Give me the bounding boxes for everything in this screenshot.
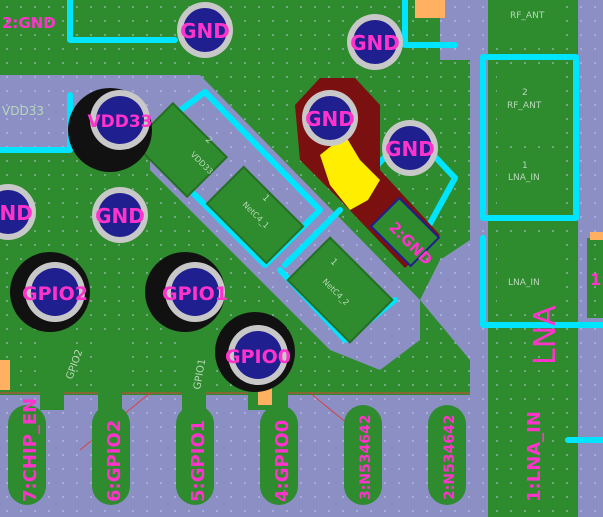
pin-label-7: 7:CHIP_EN [20,398,41,502]
via-label: GPIO0 [225,346,291,368]
pad-num-1a: 1 [260,193,271,204]
via-label: GPIO2 [22,283,88,305]
via-label: GND [385,137,435,161]
via-label: VDD33 [87,112,152,132]
pad-num-2a: 2 [203,135,214,146]
pin-label-2: 2:N534642 [442,414,458,500]
rf-ant-pad[interactable] [497,68,555,140]
pin-finger-7[interactable] [8,405,46,505]
pad-num-1b: 1 [328,257,339,268]
yellow-track [320,135,380,210]
silk-left-line [0,92,73,153]
pin-finger-1[interactable] [512,405,550,505]
pin-label-5: 5:GPIO1 [188,420,209,502]
net-label-rf-ant-top: RF_ANT [510,11,545,21]
pin-fingers [8,405,550,505]
net-label-top-left: 2:GND [2,14,56,32]
pin-finger-5[interactable] [176,405,214,505]
rf-ant-pad-top[interactable] [495,0,555,45]
via-gpio2[interactable]: GPIO2 [22,262,88,322]
component-net2[interactable] [286,236,394,344]
pin-labels: 7:CHIP_EN 6:GPIO2 5:GPIO1 4:GPIO0 3:N534… [20,398,545,502]
lna-in-pad-1[interactable] [497,150,555,210]
via-gnd-center[interactable]: GND [302,90,358,146]
pin-finger-3[interactable] [344,405,382,505]
via-gnd-top-left[interactable]: GND [177,2,233,58]
lna-big-label: LNA [528,305,563,365]
gpio1-trace-label: GPIO1 [192,358,208,390]
via-label: GND [0,201,33,225]
silk-lna-box [480,235,603,328]
pad-num-2b: 2 [522,88,528,98]
pin-label-4: 4:GPIO0 [272,420,293,502]
pad-num-1c: 1 [522,161,528,171]
net-label-lna-in-1: LNA_IN [508,173,540,183]
net-label-vdd33-left: VDD33 [2,104,44,118]
component-vdd33[interactable] [131,101,229,199]
pin-finger-6[interactable] [92,405,130,505]
via-label: GND [95,204,145,228]
pin-label-3: 3:N534642 [358,414,374,500]
via-label: GND [180,19,230,43]
silk-top-right [402,0,458,48]
net-label-rf-ant-pad: RF_ANT [507,101,542,111]
vias: GND GND VDD33 GND GND GND [0,2,438,385]
via-gnd-left-mid[interactable]: GND [92,187,148,243]
via-label: GND [305,107,355,131]
pin-label-6: 6:GPIO2 [104,420,125,502]
via-gnd-top-mid[interactable]: GND [347,14,403,70]
silk-rf-box [480,54,579,221]
right-cut-label: 1:C [590,270,603,289]
silk-diag-lower [282,207,343,268]
via-gnd-edge[interactable]: GND [0,184,36,240]
via-gpio1[interactable]: GPIO1 [162,262,228,322]
component-net1[interactable] [205,165,305,265]
pin-label-1: 1:LNA_IN [524,411,545,502]
via-label: GND [350,31,400,55]
silk-top-left-line [67,0,178,43]
pin-finger-4[interactable] [260,405,298,505]
via-vdd33[interactable]: VDD33 [87,90,153,150]
via-gpio0[interactable]: GPIO0 [225,325,291,385]
net-label-lna-in-2: LNA_IN [508,278,540,288]
via-gnd-right[interactable]: GND [382,120,438,176]
pin-finger-2[interactable] [428,405,466,505]
via-label: GPIO1 [162,283,228,305]
lna-in-pad-2[interactable] [497,240,555,302]
small-gnd-component[interactable] [369,196,441,268]
